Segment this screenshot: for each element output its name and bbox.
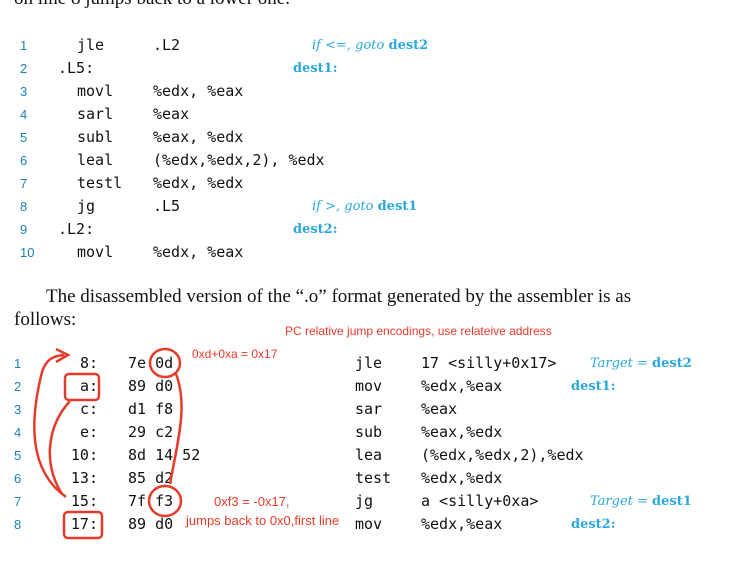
comment-condition: if <=, goto [312,38,389,53]
asm-comment: dest1: [293,61,338,76]
listing-line-number: 1 [20,38,28,53]
disasm-mnemonic: test [355,469,392,487]
disasm-operands: (%edx,%edx,2),%edx [421,446,584,464]
disasm-comment: dest2: [571,517,616,532]
disasm-operands: %eax [421,400,458,418]
disasm-bytes: d1 f8 [128,400,174,418]
disasm-line-number: 3 [14,402,22,417]
asm-mnemonic: subl [77,128,114,146]
disasm-operands: %edx,%eax [421,515,503,533]
asm-operands: %edx, %eax [153,243,244,261]
asm-operands: .L5 [153,197,181,215]
disasm-line-number: 5 [14,448,22,463]
paragraph-line-1: The disassembled version of the “.o” for… [46,286,632,307]
asm-operands: %edx, %edx [153,174,244,192]
annotation-pc-relative: PC relative jump encodings, use relateiv… [285,324,552,338]
listing-line-number: 6 [20,153,28,168]
disasm-operands: %edx,%edx [421,469,503,487]
asm-operands: .L2 [153,36,181,54]
disasm-bytes: 7e 0d [128,354,174,372]
asm-mnemonic: testl [77,174,123,192]
disasm-operands: %edx,%eax [421,377,503,395]
listing-line-number: 9 [20,222,28,237]
disasm-operands: 17 <silly+0x17> [421,354,557,372]
disasm-comment: Target = dest1 [590,494,692,509]
disasm-mnemonic: jle [355,354,383,372]
disasm-line-number: 8 [14,517,22,532]
disasm-address: a: [79,377,98,395]
disasm-mnemonic: mov [355,515,383,533]
disasm-bytes: 89 d0 [128,515,174,533]
disasm-comment: dest1: [571,379,616,394]
comment-destination: dest2 [388,38,429,53]
comment-destination: dest1: [571,379,616,394]
disasm-address: 17: [70,515,98,533]
annotation-0d-sum: 0xd+0xa = 0x17 [192,347,278,361]
disasm-mnemonic: lea [355,446,383,464]
asm-label: .L2: [58,220,95,238]
comment-destination: dest1: [293,61,338,76]
asm-operands: %edx, %eax [153,82,244,100]
comment-destination: dest2: [571,517,616,532]
disasm-bytes: 85 d2 [128,469,174,487]
asm-mnemonic: jg [77,197,96,215]
listing-line-number: 4 [20,107,28,122]
listing-line-number: 2 [20,61,28,76]
arrow-a-to-15 [48,400,71,495]
disasm-operands: %eax,%edx [421,423,503,441]
comment-condition: if >, goto [312,199,378,214]
disasm-mnemonic: sub [355,423,383,441]
annotation-f3-value: 0xf3 = -0x17, [214,494,290,509]
listing-line-number: 7 [20,176,28,191]
disasm-line-number: 4 [14,425,22,440]
comment-target: Target = [590,494,653,509]
arrow-back-to-line-1 [33,353,67,499]
disasm-address: 10: [70,446,98,464]
disasm-mnemonic: sar [355,400,383,418]
disasm-bytes: 7f f3 [128,492,174,510]
asm-mnemonic: sarl [77,105,114,123]
disasm-line-number: 2 [14,379,22,394]
paragraph-line-2: follows: [14,309,77,330]
listing-line-number: 8 [20,199,28,214]
comment-destination: dest2 [652,356,692,371]
asm-operands: (%edx,%edx,2), %edx [153,151,325,169]
disasm-address: 8: [79,354,98,372]
listing-line-number: 3 [20,84,28,99]
asm-comment: if <=, goto dest2 [312,38,428,53]
annotation-f3-jump: jumps back to 0x0,first line [186,513,340,528]
asm-operands: %eax, %edx [153,128,244,146]
disasm-bytes: 29 c2 [128,423,174,441]
disasm-address: 13: [70,469,98,487]
disasm-mnemonic: jg [355,492,374,510]
asm-mnemonic: jle [77,36,105,54]
comment-target: Target = [590,356,653,371]
disasm-operands: a <silly+0xa> [421,492,539,510]
listing-line-number: 5 [20,130,28,145]
disasm-line-number: 1 [14,356,22,371]
comment-destination: dest1 [377,199,418,214]
disasm-comment: Target = dest2 [590,356,692,371]
disasm-bytes: 89 d0 [128,377,174,395]
comment-destination: dest2: [293,222,338,237]
asm-comment: dest2: [293,222,338,237]
asm-comment: if >, goto dest1 [312,199,417,214]
disasm-line-number: 6 [14,471,22,486]
disasm-address: e: [79,423,98,441]
disasm-address: 15: [70,492,98,510]
comment-destination: dest1 [652,494,692,509]
disasm-line-number: 7 [14,494,22,509]
listing-line-number: 10 [20,245,35,260]
asm-mnemonic: leal [77,151,114,169]
disasm-mnemonic: mov [355,377,383,395]
disasm-bytes: 8d 14 52 [128,446,201,464]
asm-mnemonic: movl [77,243,114,261]
arrowhead-line-1 [55,347,71,364]
asm-mnemonic: movl [77,82,114,100]
asm-label: .L5: [58,59,95,77]
top-text-fragment: on line 8 jumps back to a lower one. [14,0,290,10]
asm-operands: %eax [153,105,190,123]
disasm-address: c: [79,400,98,418]
